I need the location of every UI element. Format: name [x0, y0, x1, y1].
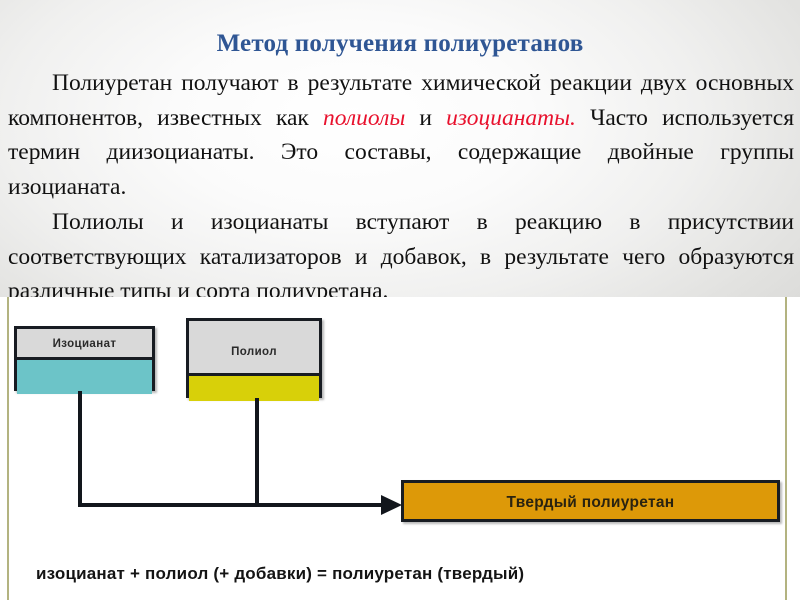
diagram-box-isocyanate-fill [17, 357, 152, 394]
panel-border-right [785, 297, 787, 600]
arrow-right-icon [381, 495, 402, 515]
run-text: Полиуретан получают в результате химичес… [8, 70, 794, 131]
run-text: Часто используется термин диизоцианаты. … [8, 104, 795, 200]
diagram-box-polyol-label: Полиол [231, 346, 277, 358]
slide-text-area: Метод получения полиуретанов Полиуретан … [0, 0, 800, 304]
connector-isocyanate-vertical [78, 391, 82, 507]
diagram-box-polyol: Полиол [186, 318, 322, 401]
connector-polyol-vertical [255, 398, 259, 507]
run-highlight-polyols: полиолы [323, 104, 406, 131]
paragraph-intro: Полиуретан получают в результате химичес… [8, 66, 794, 204]
panel-border-left [7, 297, 9, 600]
diagram-box-isocyanate-label: Изоцианат [52, 338, 117, 350]
run-text: и [405, 104, 447, 131]
run-highlight-isocyanates: изоцианаты. [446, 104, 576, 131]
paragraph-reaction-text: Полиолы и изоцианаты вступают в реакцию … [8, 209, 794, 304]
connector-horizontal [78, 503, 390, 507]
paragraph-intro-text: Полиуретан получают в результате химичес… [8, 66, 794, 204]
diagram-box-isocyanate: Изоцианат [14, 326, 155, 394]
paragraph-reaction: Полиолы и изоцианаты вступают в реакцию … [8, 205, 794, 309]
diagram-box-polyurethane: Твердый полиуретан [401, 480, 780, 522]
diagram-box-polyol-fill [189, 373, 319, 401]
diagram-caption: изоцианат + полиол (+ добавки) = полиуре… [36, 564, 525, 583]
page-title: Метод получения полиуретанов [216, 30, 584, 57]
diagram-box-polyurethane-label: Твердый полиуретан [506, 494, 675, 511]
